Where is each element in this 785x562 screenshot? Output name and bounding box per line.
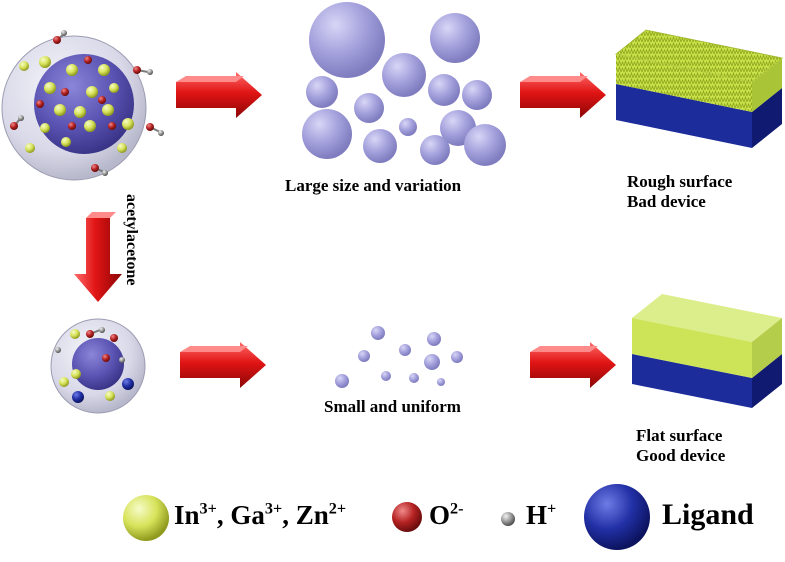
- rough-film-device: [615, 29, 783, 148]
- label-good-device: Good device: [636, 446, 726, 466]
- metal-ions: [19, 56, 134, 153]
- legend-ligand: Ligand: [662, 498, 754, 531]
- legend-swatches: [123, 484, 650, 550]
- arrow-top-right: [520, 72, 606, 118]
- label-rough-surface: Rough surface: [627, 172, 733, 191]
- label-flat-surface: Flat surface: [636, 426, 723, 445]
- label-rough-block: Rough surface Bad device: [627, 172, 732, 213]
- legend-metal-ions: In3+, Ga3+, Zn2+: [174, 499, 347, 530]
- legend-hydrogen-ion: H+: [526, 499, 557, 530]
- label-small-uniform: Small and uniform: [324, 397, 461, 416]
- arrow-down: [74, 212, 122, 302]
- arrow-bottom-right: [530, 342, 616, 388]
- label-acetylacetone: acetylacetone: [123, 194, 140, 286]
- hydrogen-ion-swatch: [501, 512, 515, 526]
- label-large-size: Large size and variation: [285, 176, 462, 195]
- small-particles: [335, 326, 463, 388]
- flat-film-device: [632, 294, 782, 408]
- arrow-bottom-left: [180, 342, 266, 388]
- label-flat-block: Flat surface Good device: [636, 426, 725, 467]
- oxygen-ions: [36, 56, 116, 130]
- legend-oxygen-ion: O2-: [429, 499, 464, 530]
- label-bad-device: Bad device: [627, 192, 706, 212]
- large-precursor-particle: [1, 30, 164, 181]
- oxygen-ion-swatch: [392, 502, 422, 532]
- large-particles: [302, 2, 506, 166]
- arrow-top-left: [176, 72, 262, 118]
- small-precursor-particle: [50, 318, 146, 414]
- water-molecules: [10, 30, 164, 176]
- ligand-swatch: [584, 484, 650, 550]
- metal-ion-swatch: [123, 495, 169, 541]
